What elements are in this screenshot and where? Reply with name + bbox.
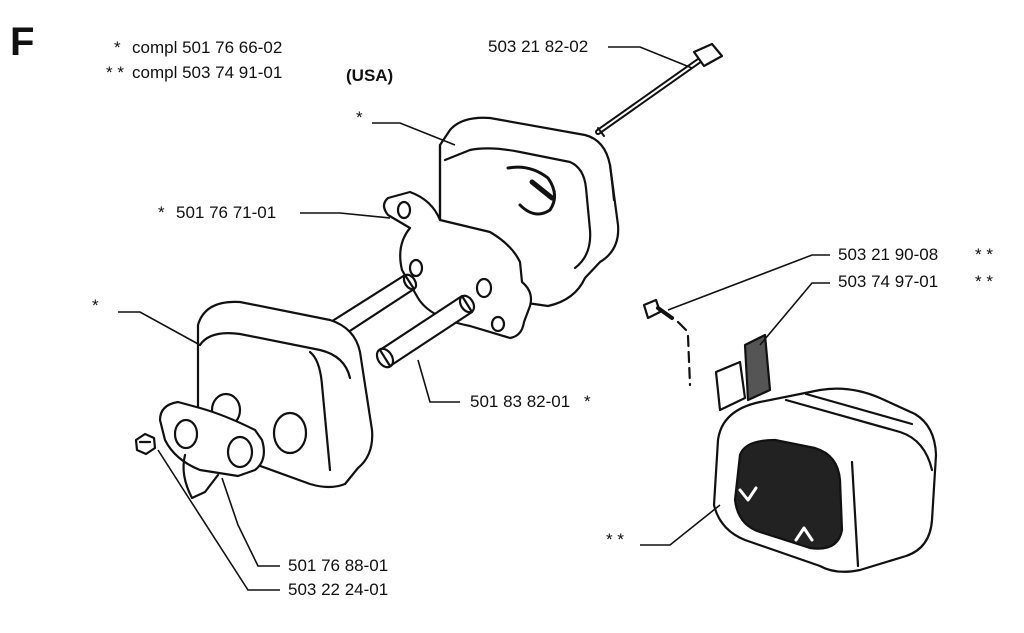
usa-muffler-shape (712, 387, 938, 573)
section-letter: F (10, 20, 35, 64)
legend-marker-single: * (114, 38, 121, 57)
callout-spacer-tube: 501 83 82-01 (470, 392, 571, 411)
callout-usa-screw: 503 21 90-08 (838, 245, 939, 264)
legend-marker-double: * * (106, 63, 124, 82)
plate-shape (158, 400, 265, 500)
legend-text-single: compl 501 76 66-02 (132, 38, 283, 57)
callout-gasket: 501 76 71-01 (176, 203, 277, 222)
callout-bolt: 503 21 82-02 (488, 37, 589, 56)
legend-text-double: compl 503 74 91-01 (132, 63, 283, 82)
nut-shape (134, 432, 157, 456)
callout-upper-housing-marker: * (356, 108, 363, 127)
callout-gasket-marker: * (158, 203, 165, 222)
callout-plate: 501 76 88-01 (288, 556, 389, 575)
callout-lower-housing-marker: * (92, 296, 99, 315)
gasket-shape (382, 190, 533, 340)
leader-lines (118, 46, 830, 591)
callout-usa-bracket: 503 74 97-01 (838, 272, 939, 291)
callout-usa-bracket-marker: * * (975, 272, 993, 291)
usa-bracket-shape (686, 333, 772, 412)
usa-screw-shape (642, 298, 688, 332)
callout-usa-screw-marker: * * (975, 245, 993, 264)
legend-note-usa: (USA) (346, 66, 394, 85)
long-bolt (595, 42, 724, 137)
callout-usa-muffler-marker: * * (606, 530, 624, 549)
callout-nut: 503 22 24-01 (288, 580, 389, 599)
callout-spacer-tube-marker: * (584, 392, 591, 411)
